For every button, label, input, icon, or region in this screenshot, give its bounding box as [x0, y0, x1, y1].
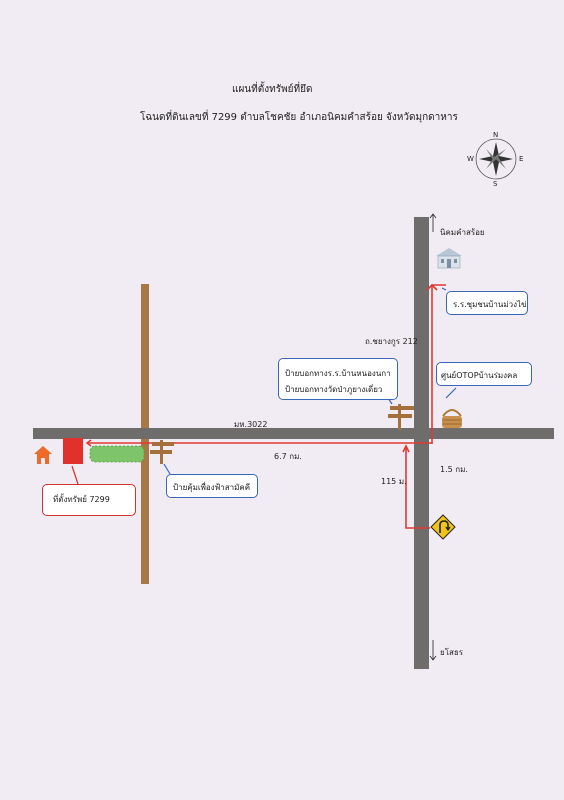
- u-turn-sign-icon: [430, 514, 456, 540]
- property-callout: ที่ตั้งทรัพย์ 7299: [42, 484, 136, 516]
- compass-east: E: [519, 155, 524, 163]
- school-label: ร.ร.ชุมชนบ้านม่วงไข่: [453, 300, 527, 309]
- house-icon: [34, 446, 52, 464]
- south-destination-label: ยโสธร: [440, 648, 464, 657]
- compass-north: N: [493, 131, 499, 139]
- arrow-down-icon: [429, 640, 437, 661]
- map-subtitle: โฉนดที่ดินเลขที่ 7299 ตำบลโชคชัย อำเภอนิ…: [140, 112, 458, 123]
- basket-icon: [442, 409, 462, 428]
- compass-west: W: [467, 155, 474, 163]
- property-marker: [63, 438, 83, 464]
- compass-icon: [475, 138, 517, 180]
- signpost-icon: [150, 440, 174, 464]
- road-3022-label: มห.3022: [234, 420, 268, 429]
- compass-south: S: [493, 180, 498, 188]
- arrow-up-icon: [429, 213, 437, 232]
- north-destination-label: นิคมคำสร้อย: [440, 228, 485, 237]
- distance-main-label: 6.7 กม.: [274, 452, 302, 461]
- road-212-label: ถ.ชยางกูร 212: [365, 337, 418, 346]
- hedge-icon: [89, 445, 145, 463]
- school-callout: ร.ร.ชุมชนบ้านม่วงไข่: [446, 291, 528, 315]
- distance-right-label: 1.5 กม.: [440, 465, 468, 474]
- sign-school-label: ป้ายบอกทางร.ร.บ้านหนองนกา: [285, 369, 391, 378]
- property-label: ที่ตั้งทรัพย์ 7299: [53, 495, 110, 504]
- village-sign-label: ป้ายคุ้มเพื่องฟ้าสามัคคี: [173, 483, 251, 492]
- otop-label: ศูนย์OTOPบ้านร่มงคล: [441, 371, 518, 380]
- otop-callout: ศูนย์OTOPบ้านร่มงคล: [436, 362, 532, 386]
- sign-temple-label: ป้ายบอกทางวัดป่าภูยางเดี่ยว: [285, 385, 383, 394]
- signs-callout: ป้ายบอกทางร.ร.บ้านหนองนกา ป้ายบอกทางวัดป…: [278, 358, 398, 400]
- distance-uturn-label: 115 ม.: [381, 477, 407, 486]
- village-sign-callout: ป้ายคุ้มเพื่องฟ้าสามัคคี: [166, 474, 258, 498]
- road-3022: [33, 428, 554, 439]
- route-line: [85, 283, 446, 529]
- school-icon: [436, 248, 462, 269]
- map-title: แผนที่ตั้งทรัพย์ที่ยึด: [232, 84, 313, 95]
- signpost-icon: [388, 404, 414, 430]
